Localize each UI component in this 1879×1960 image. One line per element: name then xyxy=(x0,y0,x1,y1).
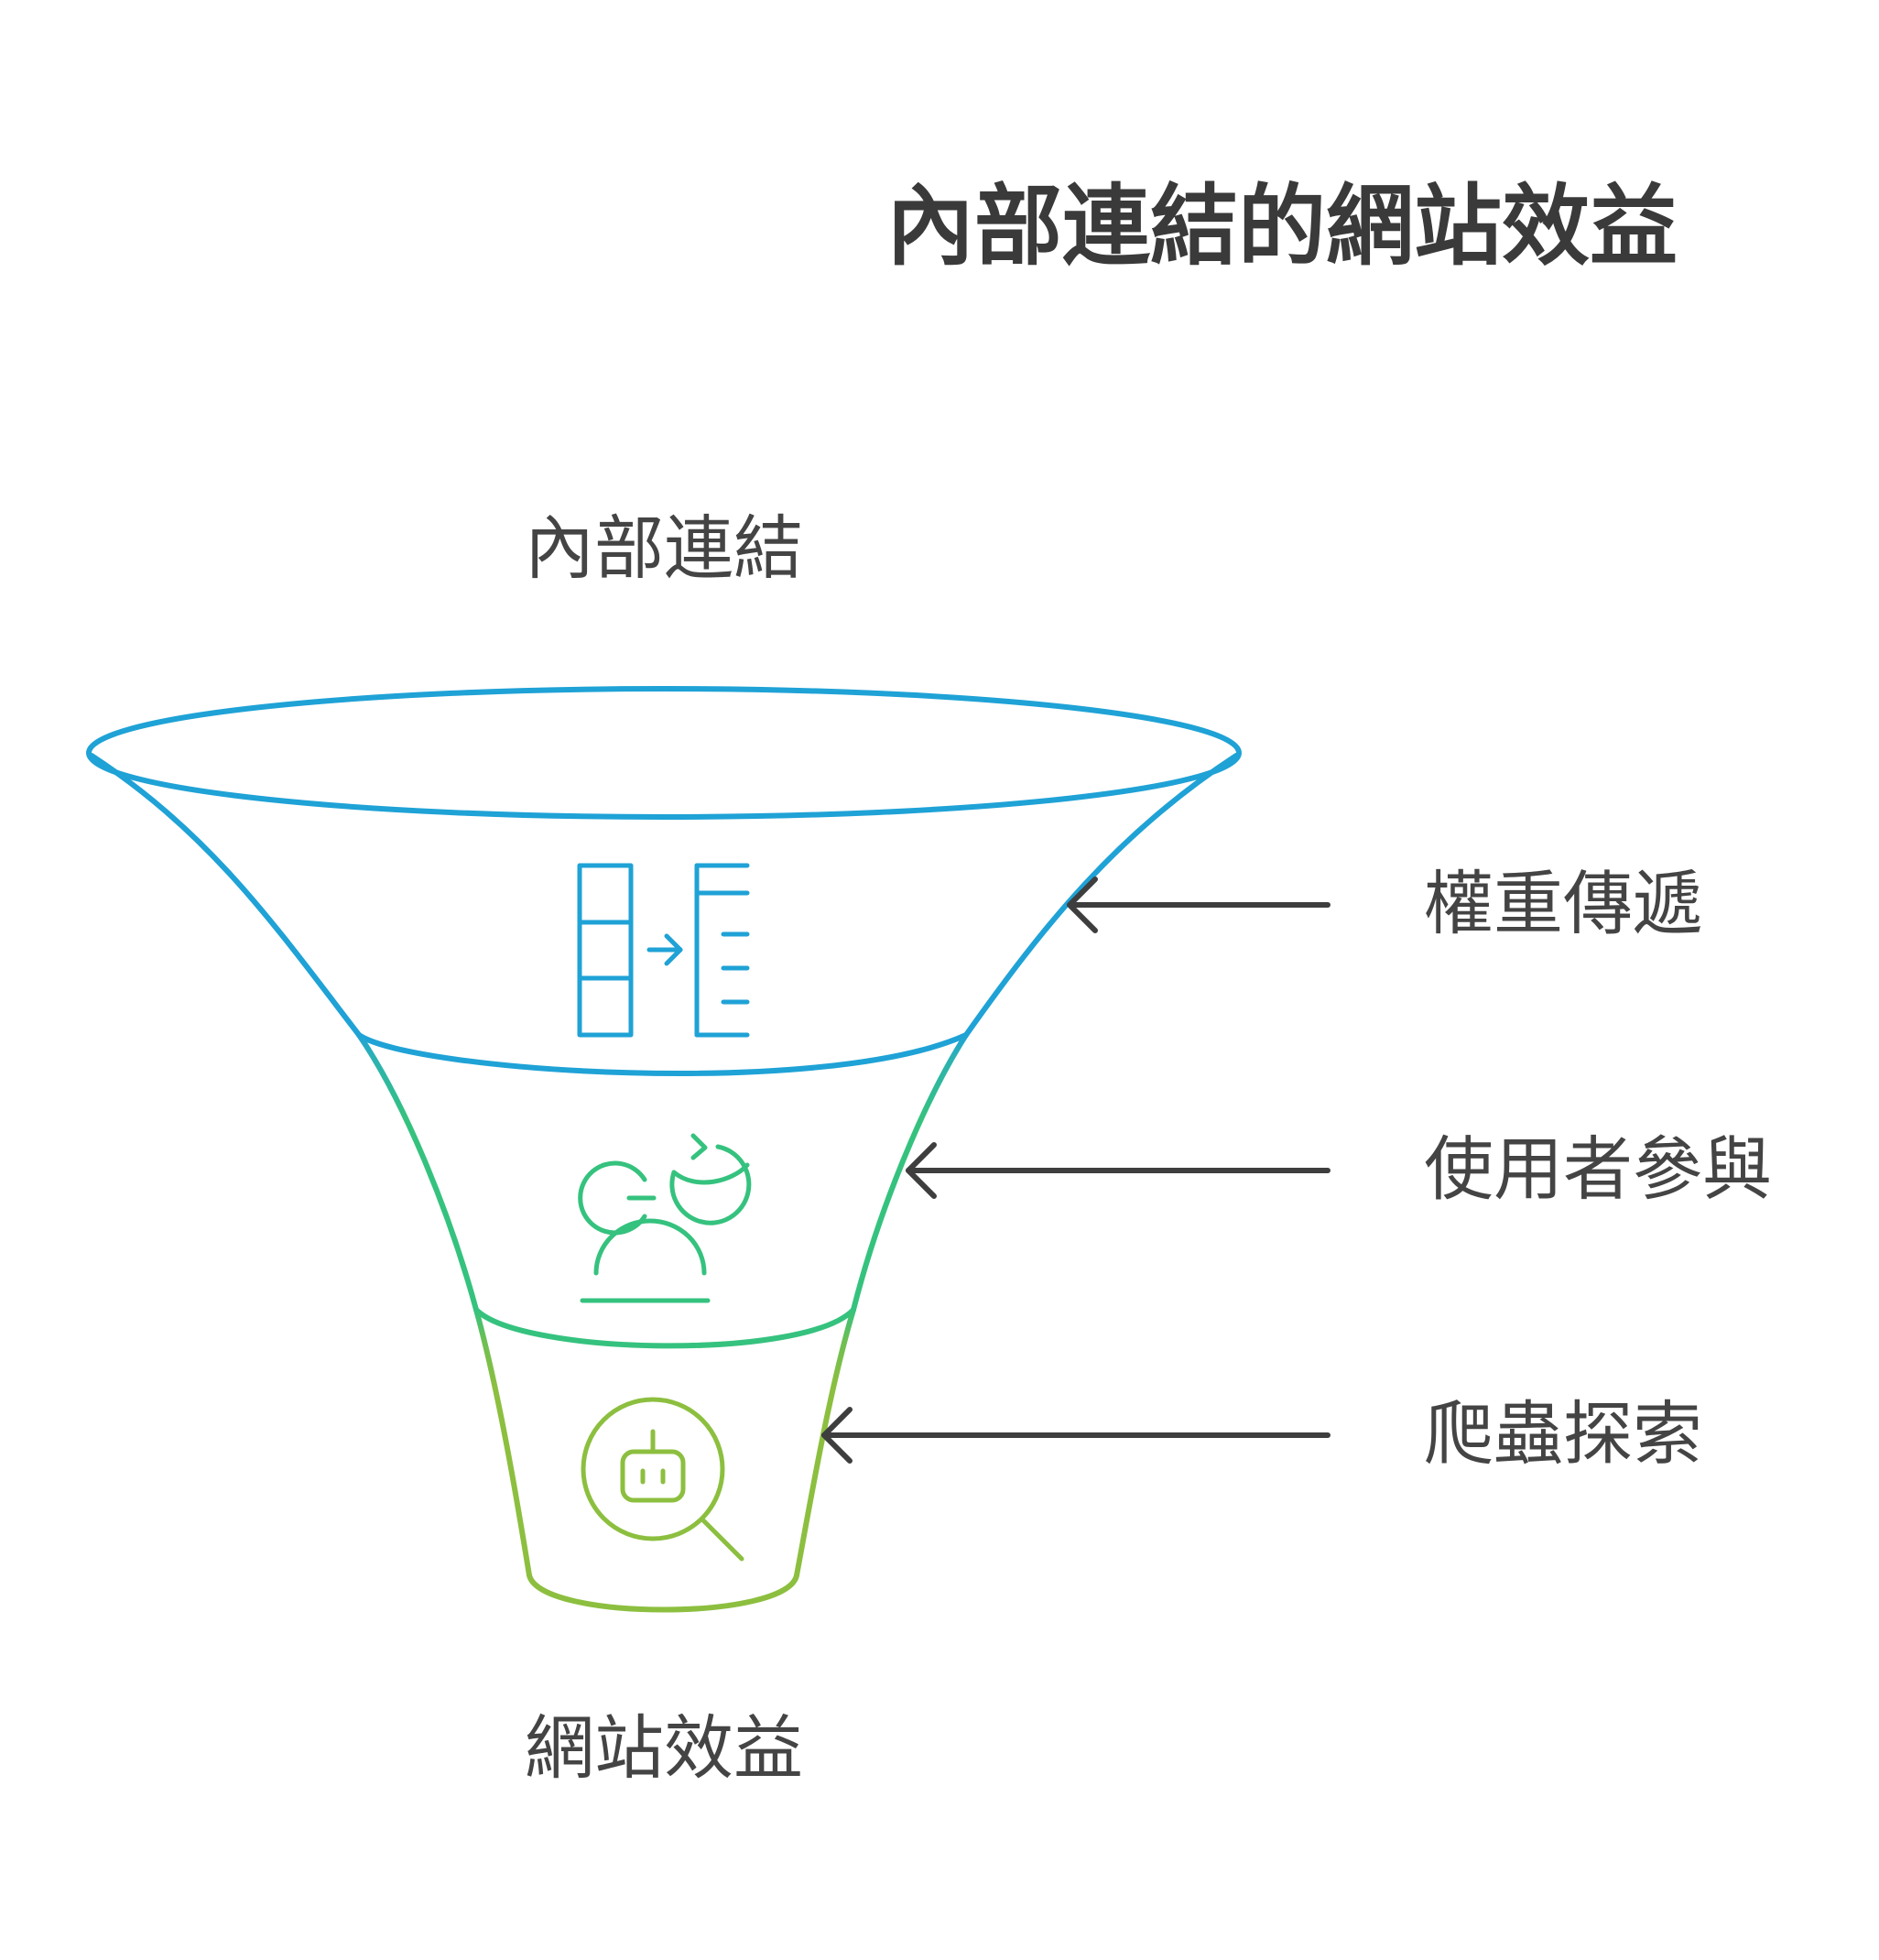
funnel-stage-1-sides xyxy=(89,753,1239,1038)
stage-3-label: 爬蟲探索 xyxy=(1424,1393,1702,1475)
funnel-rim xyxy=(86,686,1242,820)
funnel-stage-1-bottom xyxy=(356,1032,969,1076)
funnel-stage-2 xyxy=(356,1032,969,1349)
funnel-stage-3-sides xyxy=(473,1307,856,1578)
funnel-stage-2-bottom xyxy=(473,1307,856,1349)
link-transfer-icon xyxy=(577,863,750,1038)
user-engagement-icon xyxy=(578,1133,752,1303)
arrow-stage-1 xyxy=(1067,877,1331,933)
diagram-title: 內部連結的網站效益 xyxy=(886,175,1678,278)
funnel-stage-3 xyxy=(473,1307,856,1613)
stage-2-label: 使用者參與 xyxy=(1424,1128,1772,1210)
funnel-bottom-label: 網站效益 xyxy=(525,1707,803,1789)
funnel-top-label: 內部連結 xyxy=(525,507,803,589)
funnel-stage-3-bottom xyxy=(527,1573,799,1613)
funnel-stage-2-sides xyxy=(356,1032,969,1312)
crawler-search-icon xyxy=(581,1397,744,1562)
stage-1-label: 權重傳遞 xyxy=(1424,863,1702,944)
arrow-stage-3 xyxy=(821,1407,1331,1464)
arrow-stage-2 xyxy=(906,1142,1331,1199)
funnel-stage-1 xyxy=(86,686,1242,1076)
